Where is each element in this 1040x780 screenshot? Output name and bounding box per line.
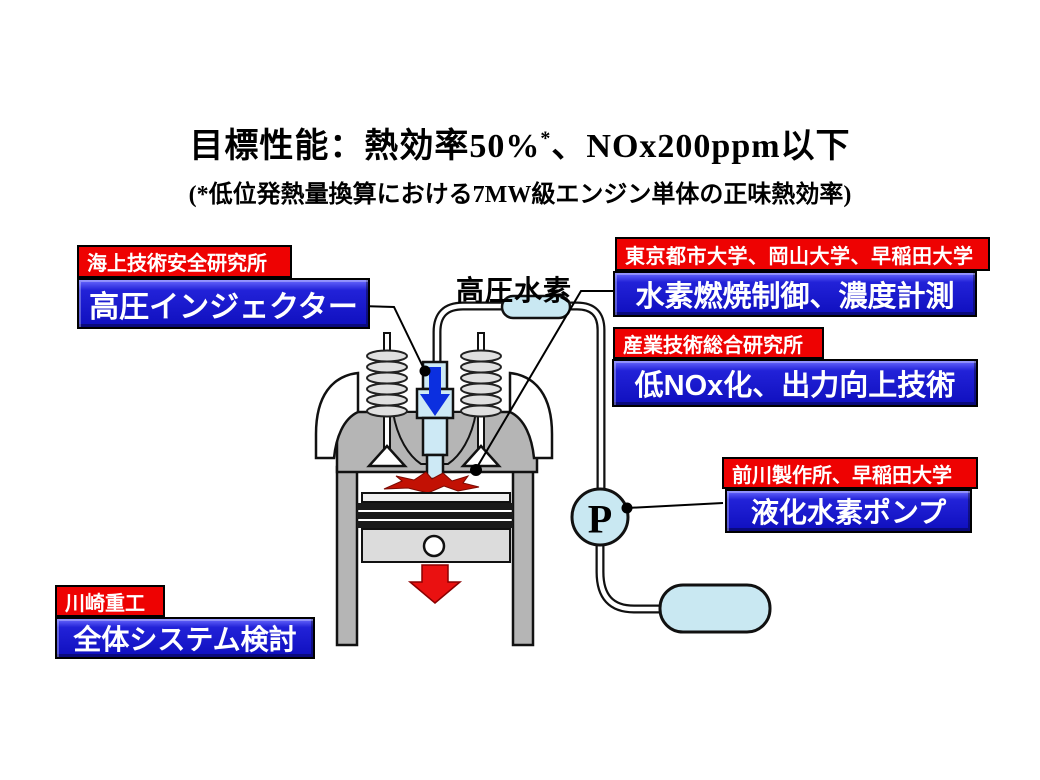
title-main: 目標性能：熱効率50% [189,128,541,165]
cylinder-wall-right [511,465,535,647]
pipe-label: 高圧水素 [456,275,573,306]
slide-subtitle: (*低位発熱量換算における7MW級エンジン単体の正味熱効率) [188,182,852,208]
piston-ring [357,512,513,519]
piston [357,492,513,563]
callout-dot-combustion [470,464,482,476]
callout-dot-pump [621,502,633,514]
org-tag-pump: 前川製作所、早稲田大学 [722,457,978,489]
accumulator-capsule [500,294,572,320]
tech-box-nox: 低NOx化、出力向上技術 [612,359,978,407]
callout-line-injector [359,305,425,370]
org-tag-injector: 海上技術安全研究所 [77,245,292,278]
pump-symbol: P [588,497,612,542]
port-left [314,371,360,460]
title-tail: 、NOx200ppm以下 [551,128,851,165]
piston-ring [357,503,513,510]
title-asterisk: * [540,127,552,150]
tech-box-system: 全体システム検討 [55,617,315,659]
combustion-flame [383,471,480,494]
callout-line-pump [626,502,724,509]
valve-spring-right [460,349,502,418]
piston-pin [422,534,446,558]
slide-title: 目標性能：熱効率50%*、NOx200ppm以下 [0,118,1040,167]
valve-spring-left [366,349,408,418]
org-tag-combustion: 東京都市大学、岡山大学、早稲田大学 [615,237,990,271]
tech-box-combustion: 水素燃焼制御、濃度計測 [613,271,977,317]
piston-ring [357,521,513,528]
tech-box-injector: 高圧インジェクター [77,278,370,329]
tech-box-pump: 液化水素ポンプ [725,489,972,533]
injection-arrow [420,367,450,416]
pump-icon: P [570,487,630,547]
callout-dot-injector [419,365,431,377]
hydrogen-tank [658,583,772,634]
org-tag-nox: 産業技術総合研究所 [613,327,824,359]
piston-arrow-down [407,564,463,604]
engine [314,332,554,647]
fuel-pipe-lower [595,544,662,614]
callout-lines [359,290,724,509]
callout-line-combustion [475,290,613,470]
org-tag-system: 川崎重工 [55,585,165,617]
cylinder-wall-left [335,465,359,647]
